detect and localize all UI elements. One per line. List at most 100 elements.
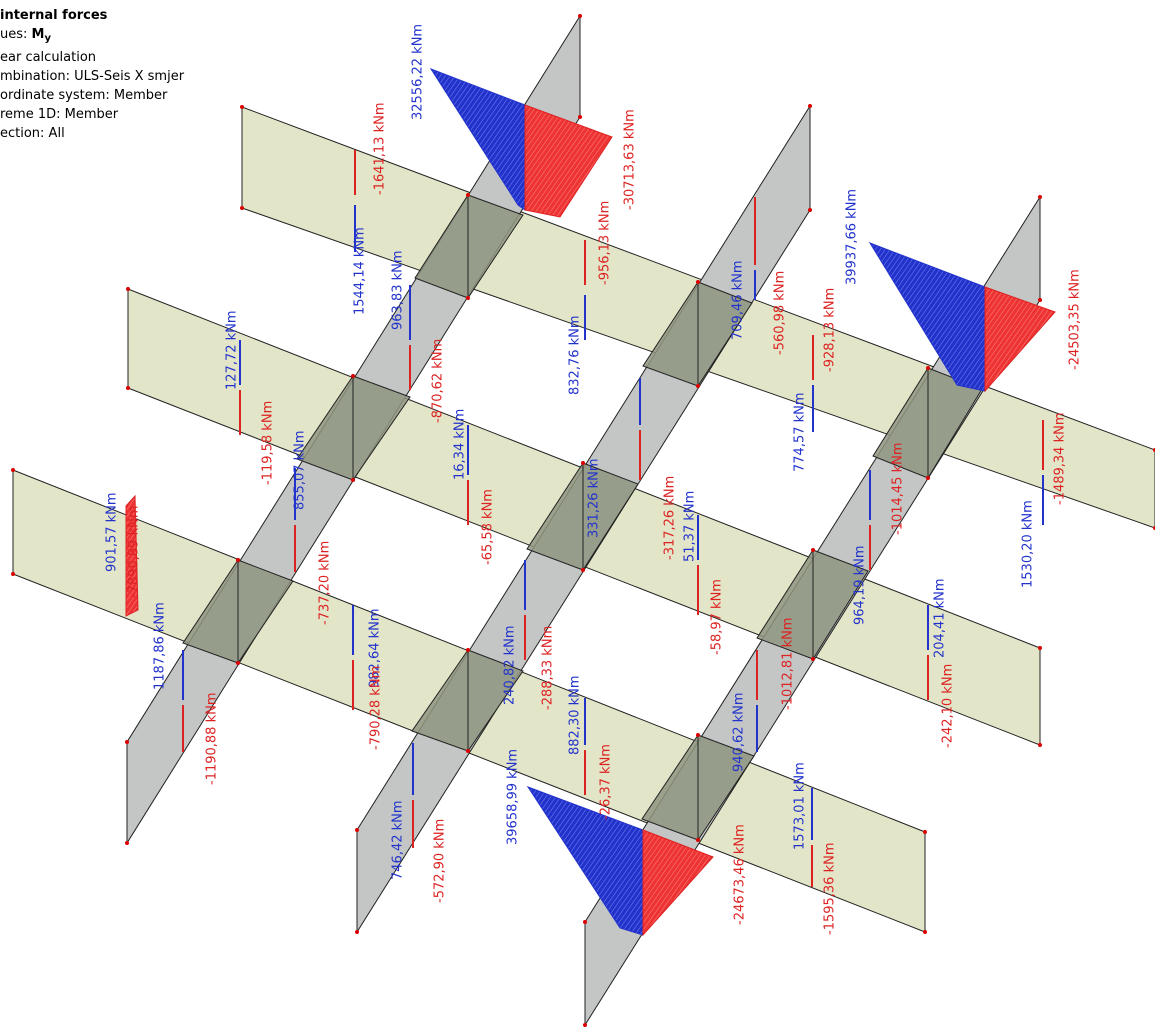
member-node bbox=[125, 740, 129, 744]
moment-value-label: -1012,81 kNm bbox=[781, 618, 796, 711]
moment-value-label: -572,90 kNm bbox=[433, 819, 448, 903]
member-node bbox=[1038, 195, 1042, 199]
legend-calculation: ear calculation bbox=[0, 50, 97, 65]
moment-value-label: 746,42 kNm bbox=[391, 800, 406, 880]
moment-value-label: 39937,66 kNm bbox=[845, 189, 860, 285]
member-node bbox=[126, 386, 130, 390]
legend-extreme: reme 1D: Member bbox=[0, 107, 119, 122]
member-node bbox=[236, 558, 240, 562]
moment-value-label: 709,46 kNm bbox=[731, 260, 746, 340]
member-node bbox=[926, 366, 930, 370]
legend-coordinate-system: ordinate system: Member bbox=[0, 88, 168, 103]
column-moment-negative bbox=[524, 104, 613, 218]
member-node bbox=[1038, 743, 1042, 747]
member-node bbox=[466, 296, 470, 300]
moment-value-label: -1595,36 kNm bbox=[823, 843, 838, 936]
member-node bbox=[125, 841, 129, 845]
legend-combination: mbination: ULS-Seis X smjer bbox=[0, 69, 185, 84]
legend-values-prefix: ues: bbox=[0, 27, 32, 42]
moment-value-label: 204,41 kNm bbox=[933, 578, 948, 658]
member-node bbox=[355, 930, 359, 934]
member-node bbox=[1038, 646, 1042, 650]
member-node bbox=[578, 14, 582, 18]
moment-value-label: -560,98 kNm bbox=[773, 271, 788, 355]
member-node bbox=[351, 478, 355, 482]
column-moment-diagrams bbox=[429, 67, 1056, 937]
moment-value-label: 1544,14 kNm bbox=[353, 227, 368, 315]
member-node bbox=[355, 828, 359, 832]
moment-value-label: 39658,99 kNm bbox=[506, 749, 521, 845]
legend-values-sub: y bbox=[44, 33, 51, 44]
moment-value-label: -1190,88 kNm bbox=[205, 693, 220, 786]
legend-title: internal forces bbox=[0, 8, 108, 23]
member-nodes bbox=[11, 14, 1155, 1027]
member-node bbox=[1038, 298, 1042, 302]
moment-value-label: 832,76 kNm bbox=[568, 315, 583, 395]
moment-value-label: -1641,13 kNm bbox=[373, 103, 388, 196]
moment-value-label: 127,72 kNm bbox=[225, 310, 240, 390]
moment-value-label: 1187,86 kNm bbox=[153, 602, 168, 690]
moment-value-label: 940,62 kNm bbox=[732, 692, 747, 772]
moment-value-label: -956,13 kNm bbox=[598, 201, 613, 285]
moment-value-label: -1014,45 kNm bbox=[891, 443, 906, 536]
member-node bbox=[581, 568, 585, 572]
moment-value-label: 982,64 kNm bbox=[368, 608, 383, 688]
moment-value-label: -242,10 kNm bbox=[941, 664, 956, 748]
moment-value-labels: 32556,22 kNm -1641,13 kNm -30713,63 kNm 154… bbox=[105, 24, 1083, 935]
moment-value-label: 331,26 kNm bbox=[587, 458, 602, 538]
member-node bbox=[696, 838, 700, 842]
member-node bbox=[696, 384, 700, 388]
member-node bbox=[811, 657, 815, 661]
member-node bbox=[581, 461, 585, 465]
moment-value-label: -737,20 kNm bbox=[318, 541, 333, 625]
member-node bbox=[126, 287, 130, 291]
member-node bbox=[466, 749, 470, 753]
moment-value-label: 240,82 kNm bbox=[503, 625, 518, 705]
moment-value-label: -30713,63 kNm bbox=[623, 109, 638, 210]
moment-value-label: -26,37 kNm bbox=[599, 744, 614, 820]
moment-value-label: -24673,46 kNm bbox=[733, 824, 748, 925]
member-node bbox=[811, 548, 815, 552]
moment-value-label: -870,62 kNm bbox=[431, 339, 446, 423]
moment-value-label: 901,57 kNm bbox=[105, 492, 120, 572]
moment-value-label: -7890,89 kNm bbox=[127, 506, 142, 599]
moment-value-label: 51,37 kNm bbox=[683, 491, 698, 562]
column-moment-negative bbox=[642, 829, 714, 937]
moment-value-label: -1489,34 kNm bbox=[1053, 413, 1068, 506]
member-node bbox=[583, 1023, 587, 1027]
member-node bbox=[466, 648, 470, 652]
member-node bbox=[808, 104, 812, 108]
moment-value-label: 16,34 kNm bbox=[453, 409, 468, 480]
moment-fill-end bbox=[125, 494, 139, 617]
member-node bbox=[696, 280, 700, 284]
junction-panels bbox=[182, 194, 983, 841]
moment-value-label: -119,58 kNm bbox=[261, 401, 276, 485]
member-node bbox=[236, 661, 240, 665]
member-node bbox=[240, 105, 244, 109]
moment-value-label: -317,26 kNm bbox=[663, 476, 678, 560]
member-node bbox=[583, 920, 587, 924]
legend-values: ues: My bbox=[0, 25, 184, 48]
moment-diagram-stubs bbox=[125, 150, 1044, 887]
moment-value-label: 1530,20 kNm bbox=[1021, 500, 1036, 588]
member-node bbox=[923, 830, 927, 834]
moment-value-label: -928,13 kNm bbox=[823, 288, 838, 372]
legend-selection: ection: All bbox=[0, 126, 65, 141]
member-node bbox=[923, 930, 927, 934]
moment-value-label: -24503,35 kNm bbox=[1068, 269, 1083, 370]
result-legend: internal forces ues: My ear calculation … bbox=[0, 6, 184, 143]
member-node bbox=[11, 468, 15, 472]
moment-value-label: 32556,22 kNm bbox=[411, 24, 426, 120]
column-moment-negative bbox=[984, 286, 1056, 393]
member-node bbox=[240, 206, 244, 210]
moment-value-label: -65,58 kNm bbox=[481, 489, 496, 565]
moment-value-label: -58,97 kNm bbox=[710, 579, 725, 655]
member-node bbox=[11, 572, 15, 576]
legend-values-symbol: M bbox=[31, 27, 45, 42]
member-node bbox=[926, 476, 930, 480]
moment-value-label: 1573,01 kNm bbox=[793, 762, 808, 850]
moment-value-label: 963,83 kNm bbox=[391, 250, 406, 330]
moment-value-label: 855,07 kNm bbox=[293, 430, 308, 510]
member-node bbox=[808, 208, 812, 212]
